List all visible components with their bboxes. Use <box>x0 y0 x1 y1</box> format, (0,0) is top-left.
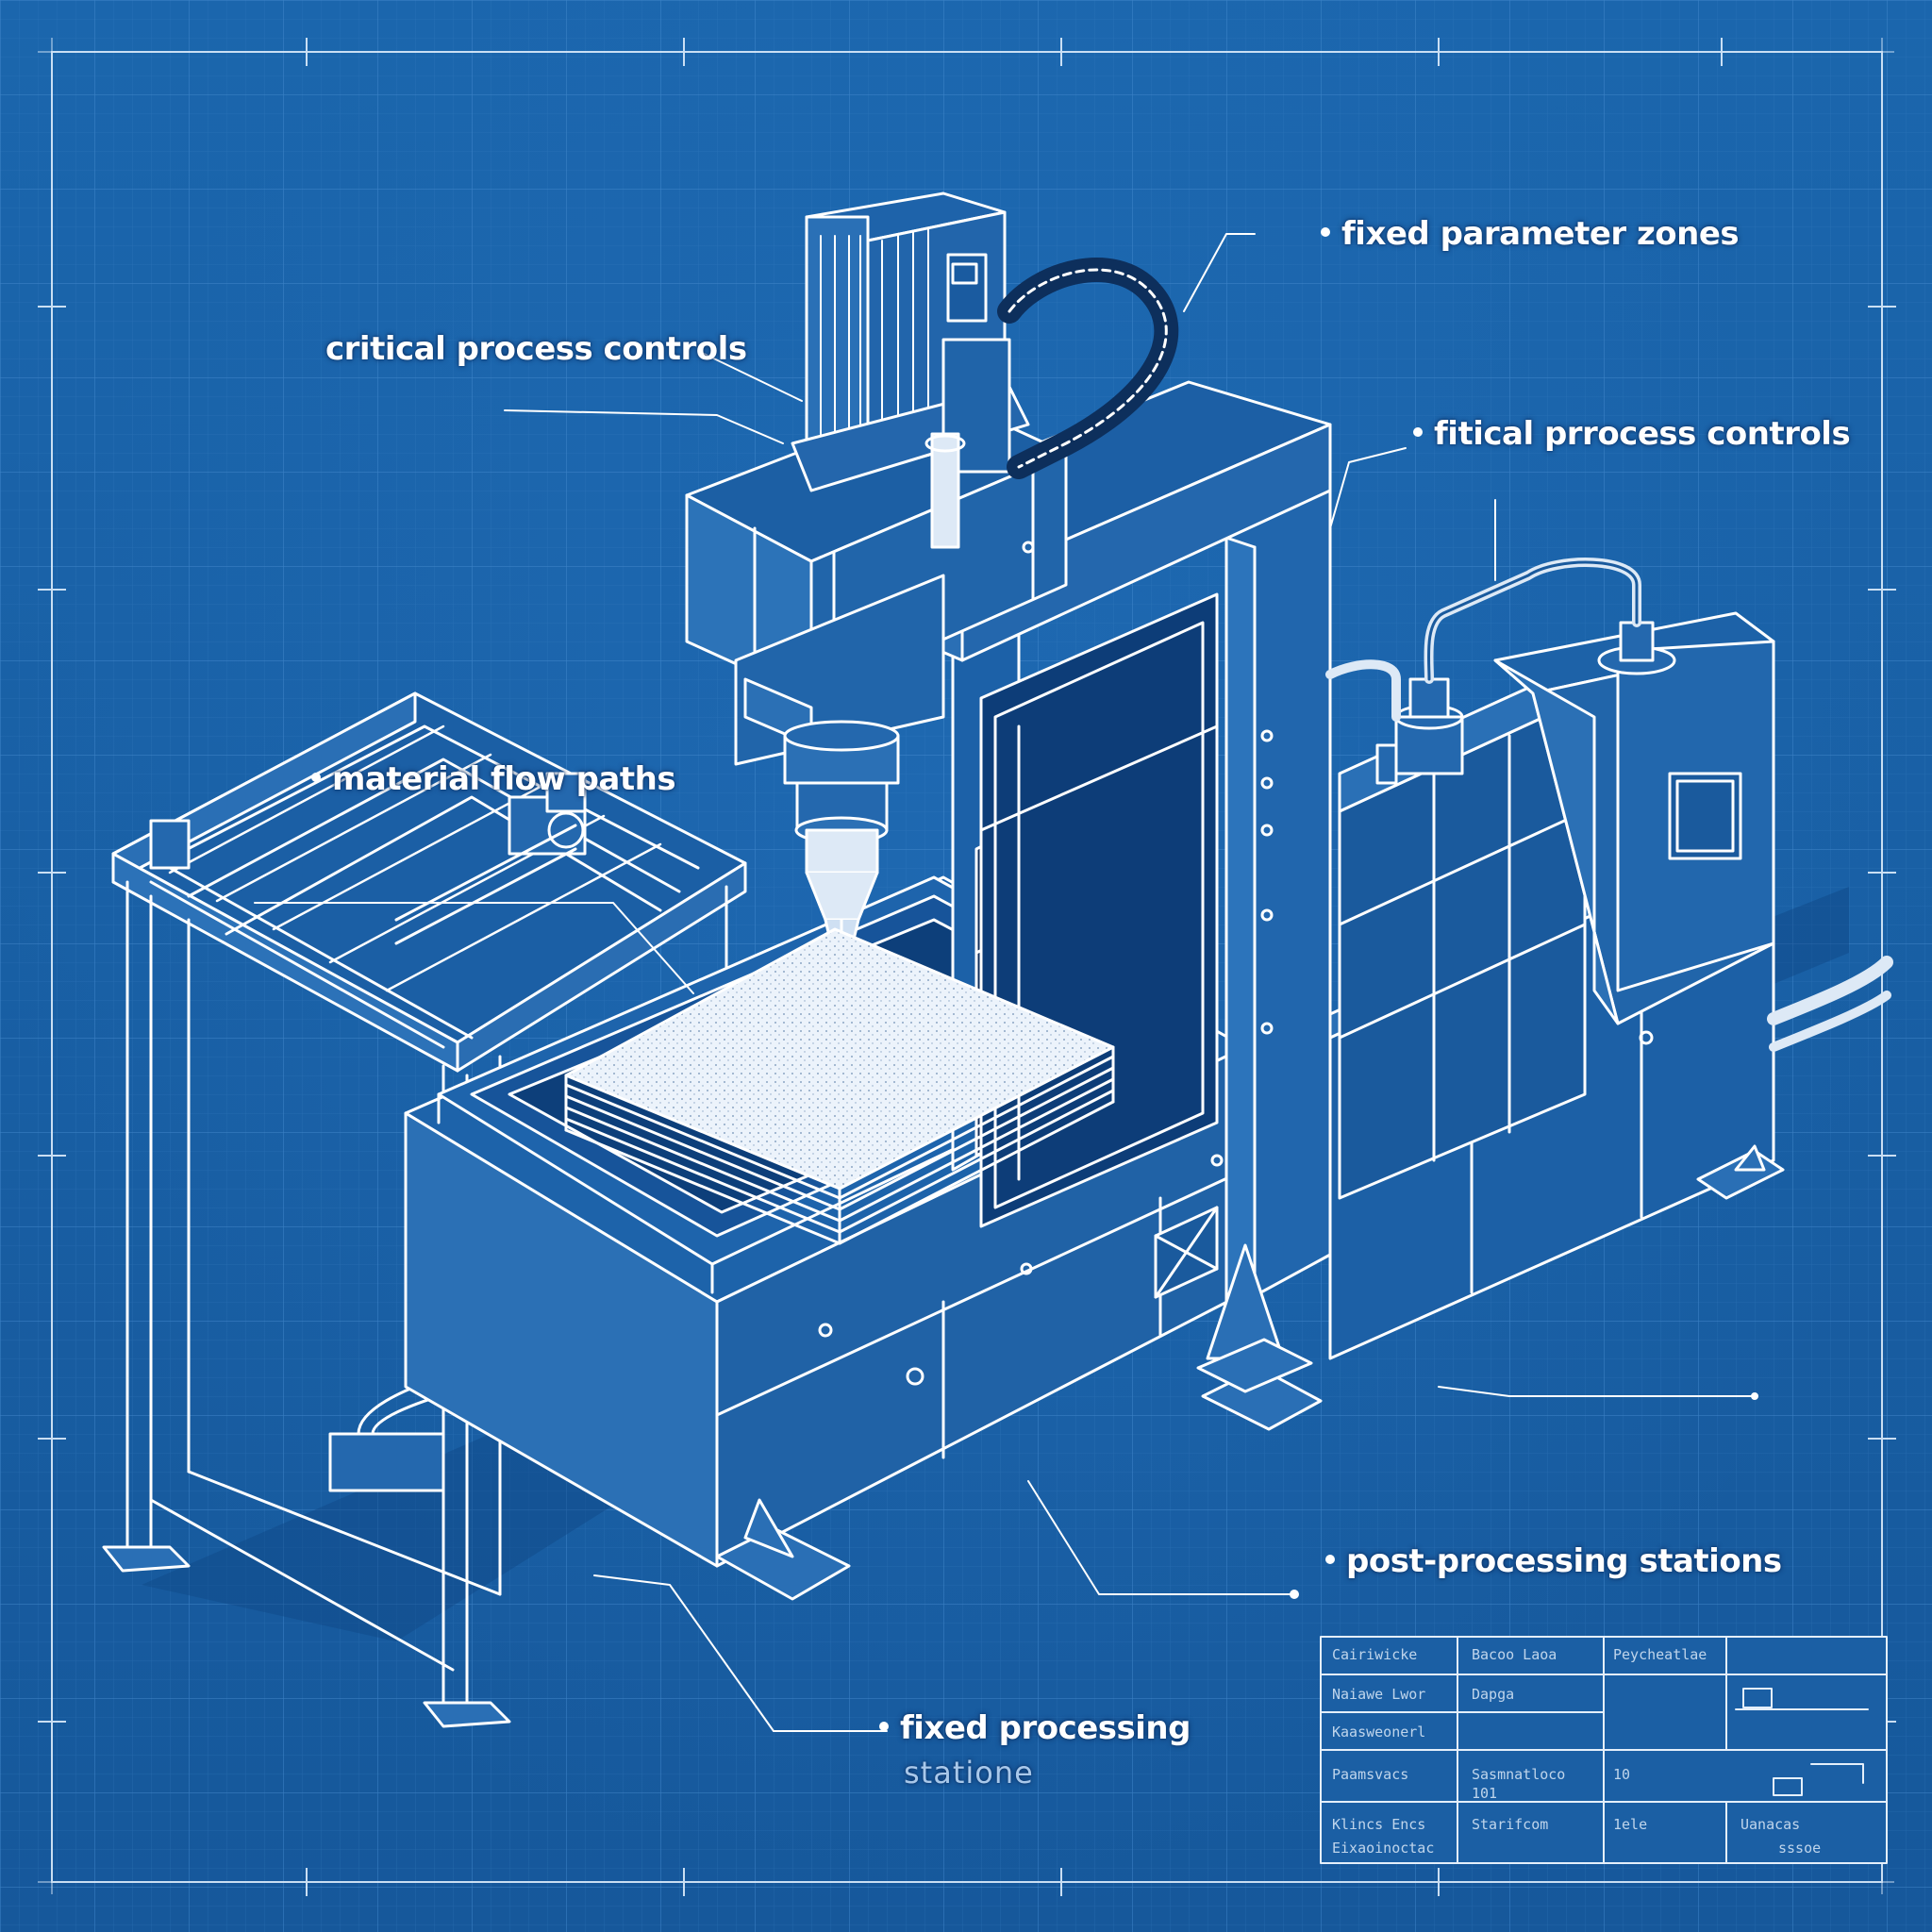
post-processing-unit <box>1325 558 1893 1360</box>
material-sheet-stack <box>564 927 1115 1245</box>
title-block-cell: Cairiwicke <box>1332 1646 1418 1663</box>
label-material-flow-paths: material flow paths <box>311 760 676 798</box>
title-block-cell: Dapga <box>1472 1686 1515 1703</box>
title-block-cell: Bacoo Laoa <box>1472 1646 1557 1663</box>
drawing-frame <box>38 38 1896 1896</box>
title-block-cell: Starifcom <box>1472 1816 1549 1833</box>
label-fixed-parameter-zones: fixed parameter zones <box>1321 215 1740 253</box>
bullet-dot <box>1325 1554 1335 1564</box>
title-block-cell: Naiawe Lwor <box>1332 1686 1426 1703</box>
label-text: fixed processing <box>900 1709 1191 1747</box>
title-block-cell: Paamsvacs <box>1332 1766 1409 1783</box>
leader-lines <box>254 233 1758 1732</box>
bullet-dot <box>1413 426 1423 437</box>
bullet-dot <box>1321 226 1330 237</box>
title-block-cell: Kaasweonerl <box>1332 1724 1426 1740</box>
title-block-cell: Sasmnatloco <box>1472 1766 1566 1783</box>
label-text: fixed parameter zones <box>1341 215 1740 253</box>
title-block-cell: sssoe <box>1778 1840 1822 1857</box>
title-block-cell: 1ele <box>1613 1816 1648 1833</box>
title-block-cell: Eixaoinoctac <box>1332 1840 1435 1857</box>
label-critical-process-controls: critical process controls <box>325 330 747 368</box>
title-block-cell: 10 <box>1613 1766 1631 1783</box>
title-block-cell: Uanacas <box>1740 1816 1801 1833</box>
title-block-cell: Klincs Encs <box>1332 1816 1426 1833</box>
label-text: material flow paths <box>332 760 676 798</box>
label-post-processing-stations: post-processing stations <box>1325 1542 1782 1580</box>
label-stations: statione <box>904 1755 1034 1790</box>
title-block-cell: Peycheatlae <box>1613 1646 1707 1663</box>
label-text: fitical prrocess controls <box>1434 415 1851 453</box>
bullet-dot <box>879 1721 889 1731</box>
label-fitical-prrocess-controls: fitical prrocess controls <box>1413 415 1851 453</box>
title-block-cell: 101 <box>1472 1785 1498 1802</box>
spindle-head <box>685 192 1179 992</box>
title-block <box>1320 1636 1888 1864</box>
label-text: post-processing stations <box>1346 1542 1782 1580</box>
bullet-dot <box>311 772 321 782</box>
infeed-conveyor <box>102 691 747 1728</box>
label-fixed-processing: fixed processing <box>879 1709 1191 1747</box>
